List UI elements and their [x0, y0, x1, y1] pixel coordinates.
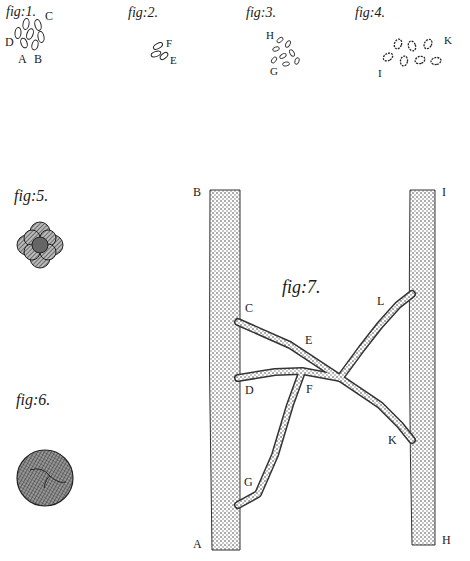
callout-letter: E — [305, 334, 312, 346]
blood-vessel — [209, 190, 435, 550]
callout-letter: G — [270, 66, 278, 77]
callout-letter: H — [266, 30, 274, 41]
callout-letter: C — [245, 302, 253, 314]
callout-letter: C — [45, 10, 53, 22]
figure-label: fig:2. — [128, 6, 158, 20]
callout-letter: F — [306, 383, 313, 395]
figure-label: fig:7. — [282, 278, 321, 296]
callout-letter: L — [377, 295, 384, 307]
blood-globules — [15, 18, 45, 51]
figure-label: fig:5. — [14, 188, 48, 204]
callout-letter: F — [166, 38, 172, 49]
callout-letter: D — [245, 384, 254, 396]
globule-cluster — [17, 222, 63, 268]
callout-letter: A — [18, 53, 27, 65]
single-globule — [17, 450, 73, 506]
callout-letter: I — [378, 68, 382, 79]
callout-letter: K — [388, 434, 397, 446]
callout-letter: E — [170, 55, 177, 66]
figure-label: fig:1. — [6, 5, 36, 19]
figure-label: fig:6. — [16, 392, 50, 408]
callout-letter: K — [444, 35, 452, 46]
blood-globules — [382, 38, 442, 67]
callout-letter: B — [193, 186, 201, 198]
callout-letter: D — [5, 36, 14, 48]
callout-letter: B — [34, 53, 42, 65]
callout-letter: I — [442, 186, 446, 198]
figure-label: fig:4. — [355, 6, 385, 20]
callout-letter: H — [442, 534, 451, 546]
blood-globules — [270, 36, 300, 66]
capillary — [238, 294, 412, 505]
callout-letter: G — [244, 476, 253, 488]
callout-letter: A — [193, 538, 202, 550]
figure-label: fig:3. — [246, 6, 276, 20]
